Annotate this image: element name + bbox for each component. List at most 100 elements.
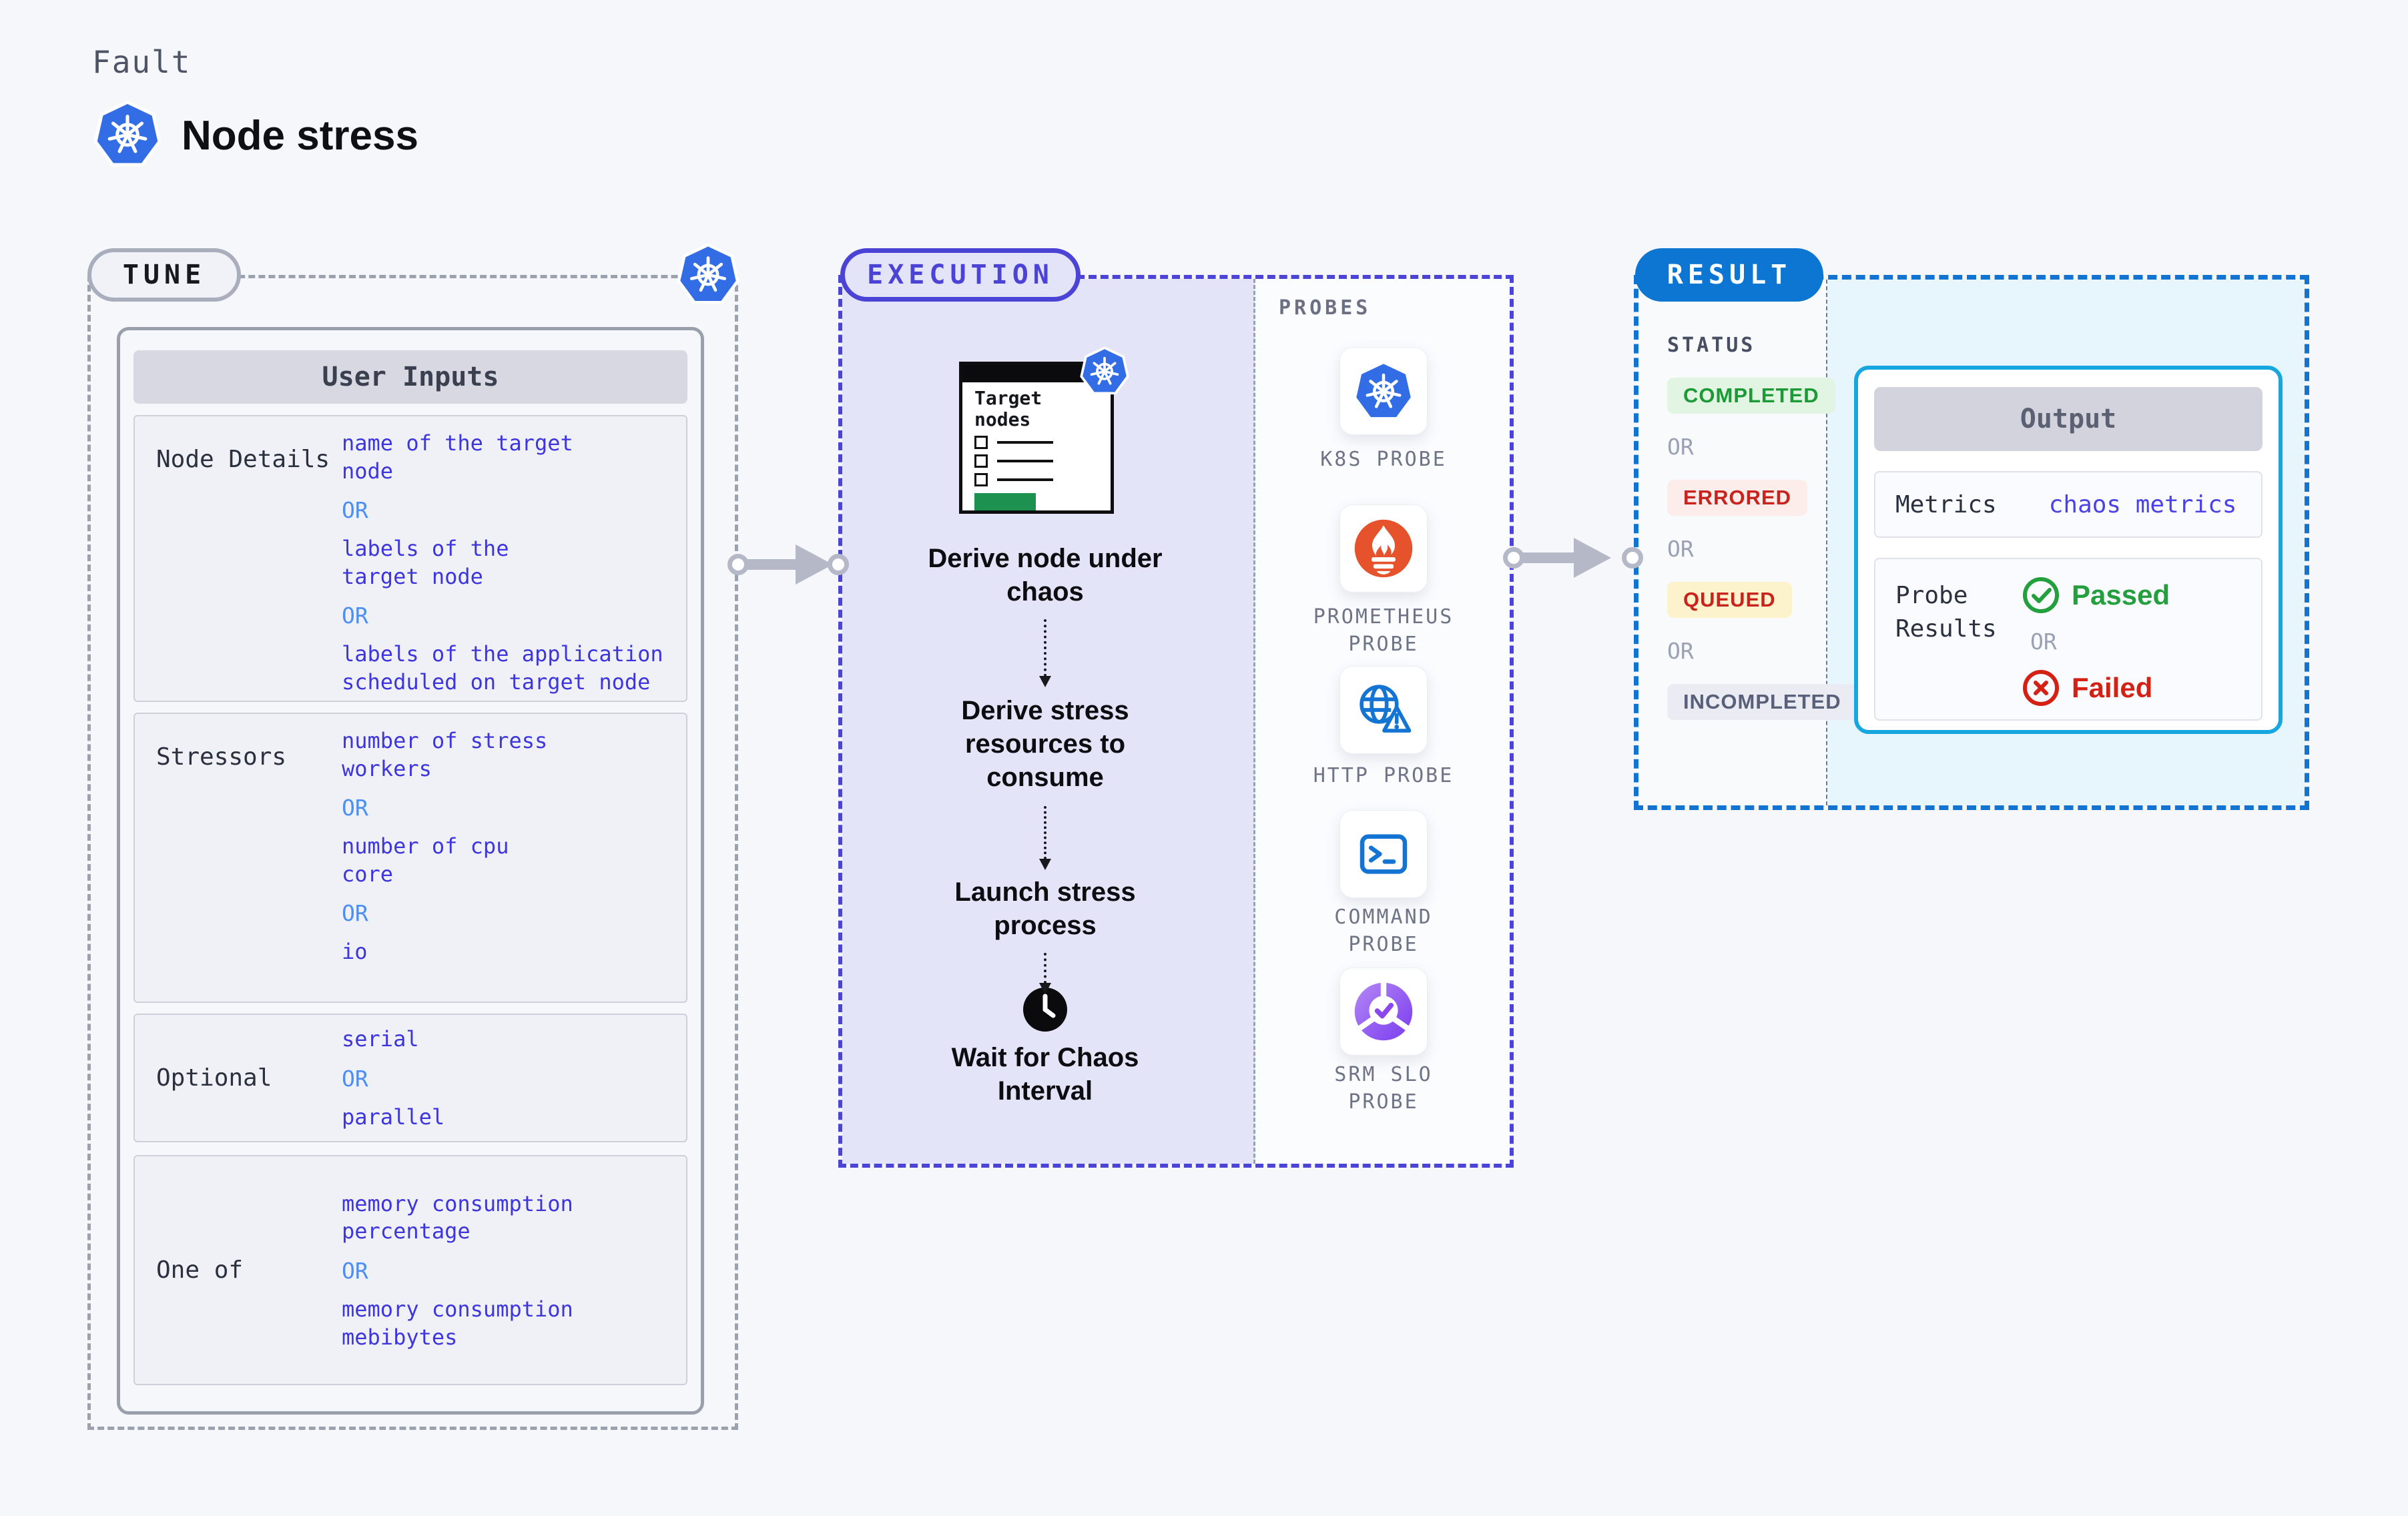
kubernetes-icon [1080,346,1129,396]
connector-ring [727,554,749,575]
probe-results-values: Passed OR Failed [2022,577,2170,707]
row-stressors: Stressors number of stress workers OR nu… [133,713,687,1003]
probe-card-srm-slo [1339,968,1428,1056]
output-card: Output Metrics chaos metrics Probe Resul… [1854,366,2283,734]
metrics-value: chaos metrics [2048,490,2237,518]
status-badge-incompleted: INCOMPLETED [1667,684,1857,720]
tune-section-pill: TUNE [87,248,241,302]
list-line [997,441,1053,444]
metrics-row: Metrics chaos metrics [1874,471,2263,538]
kubernetes-icon [1353,360,1414,422]
flow-step-derive-node: Derive node under chaos [928,544,1163,607]
failed-label: Failed [2072,672,2153,703]
flow-arrow-down [1039,806,1051,870]
row-values: memory consumption percentage OR memory … [342,1156,686,1384]
or-separator: OR [342,1066,368,1092]
passed-label: Passed [2072,579,2170,611]
arrow-head [796,544,833,585]
probe-label: SRM SLO PROBE [1334,1063,1433,1114]
list-line [997,478,1053,482]
progress-bar [974,493,1036,511]
row-values: number of stress workers OR number of cp… [342,714,686,1002]
or-separator: OR [1667,536,1694,562]
probes-divider [1253,279,1255,1164]
probe-results-label: Probe Results [1895,582,1997,643]
status-badge-errored: ERRORED [1667,480,1808,516]
page-title: Node stress [182,113,418,159]
probe-card-prometheus [1339,504,1428,593]
result-section-pill: RESULT [1635,248,1823,302]
flow-step-derive-stress: Derive stress resources to consume [961,696,1129,792]
metrics-label: Metrics [1895,490,1997,518]
or-separator: OR [1667,638,1694,664]
probes-title: PROBES [1279,296,1372,320]
tune-section-box [87,275,738,1430]
row-option: serial [342,1026,419,1052]
connector-ring [828,554,849,575]
prometheus-icon [1352,517,1415,580]
status-divider [1826,280,1827,805]
failed-result: Failed [2022,669,2170,707]
clock-icon [1023,988,1067,1032]
checkbox-icon [974,436,988,450]
row-optional: Optional serial OR parallel [133,1014,687,1142]
flow-arrow-down [1039,619,1051,687]
row-option: memory consumption percentage [342,1190,573,1244]
probe-card-k8s [1339,347,1428,435]
or-separator: OR [342,900,368,927]
x-circle-icon [2022,669,2060,707]
or-separator: OR [2030,629,2057,655]
terminal-icon [1352,823,1415,885]
probe-card-http [1339,666,1428,754]
kubernetes-icon [677,243,739,306]
slo-gauge-check-icon [1352,980,1415,1043]
status-badge-queued: QUEUED [1667,582,1792,618]
row-values: serial OR parallel [342,1015,686,1141]
execution-to-result-arrow [1512,552,1576,563]
connector-ring [1622,547,1643,568]
row-option: io [342,939,368,965]
probe-label: PROMETHEUS PROBE [1313,605,1454,657]
probe-label: HTTP PROBE [1313,764,1454,787]
tune-to-execution-arrow [737,559,798,570]
row-option: memory consumption mebibytes [342,1296,573,1350]
or-separator: OR [342,1258,368,1284]
row-option: name of the target node [342,430,573,484]
probe-results-row: Probe Results Passed OR [1874,558,2263,721]
connector-ring [1503,547,1524,568]
row-values: name of the target node OR labels of the… [342,416,686,701]
row-option: parallel [342,1104,445,1130]
arrow-head [1574,538,1611,578]
probe-label: K8S PROBE [1320,448,1447,471]
user-inputs-panel: User Inputs Node Details name of the tar… [117,327,704,1415]
row-option: labels of the target node [342,536,509,589]
row-label: Stressors [156,743,287,771]
row-label: One of [156,1256,244,1284]
status-title: STATUS [1667,334,1756,357]
row-option: labels of the application scheduled on t… [342,641,663,695]
target-nodes-card: Target nodes [959,346,1129,514]
row-node-details: Node Details name of the target node OR … [133,415,687,702]
checkbox-icon [974,454,988,468]
fault-eyebrow: Fault [92,44,192,80]
target-nodes-checklist [962,436,1111,487]
row-option: number of cpu core [342,833,509,887]
or-separator: OR [342,795,368,821]
or-separator: OR [342,603,368,629]
target-nodes-title: Target nodes [974,387,1042,431]
execution-section-pill: EXECUTION [840,248,1081,302]
user-inputs-title: User Inputs [133,350,687,404]
list-line [997,460,1053,463]
probe-card-command [1339,810,1428,898]
row-label: Node Details [156,446,330,473]
row-option: number of stress workers [342,728,548,781]
passed-result: Passed [2022,577,2170,614]
check-circle-icon [2022,577,2060,614]
flow-arrow-down [1039,953,1051,994]
or-separator: OR [1667,434,1694,460]
row-label: Optional [156,1064,272,1092]
or-separator: OR [342,497,368,524]
globe-warning-icon [1352,679,1415,741]
kubernetes-icon [93,100,162,168]
checkbox-icon [974,473,988,487]
